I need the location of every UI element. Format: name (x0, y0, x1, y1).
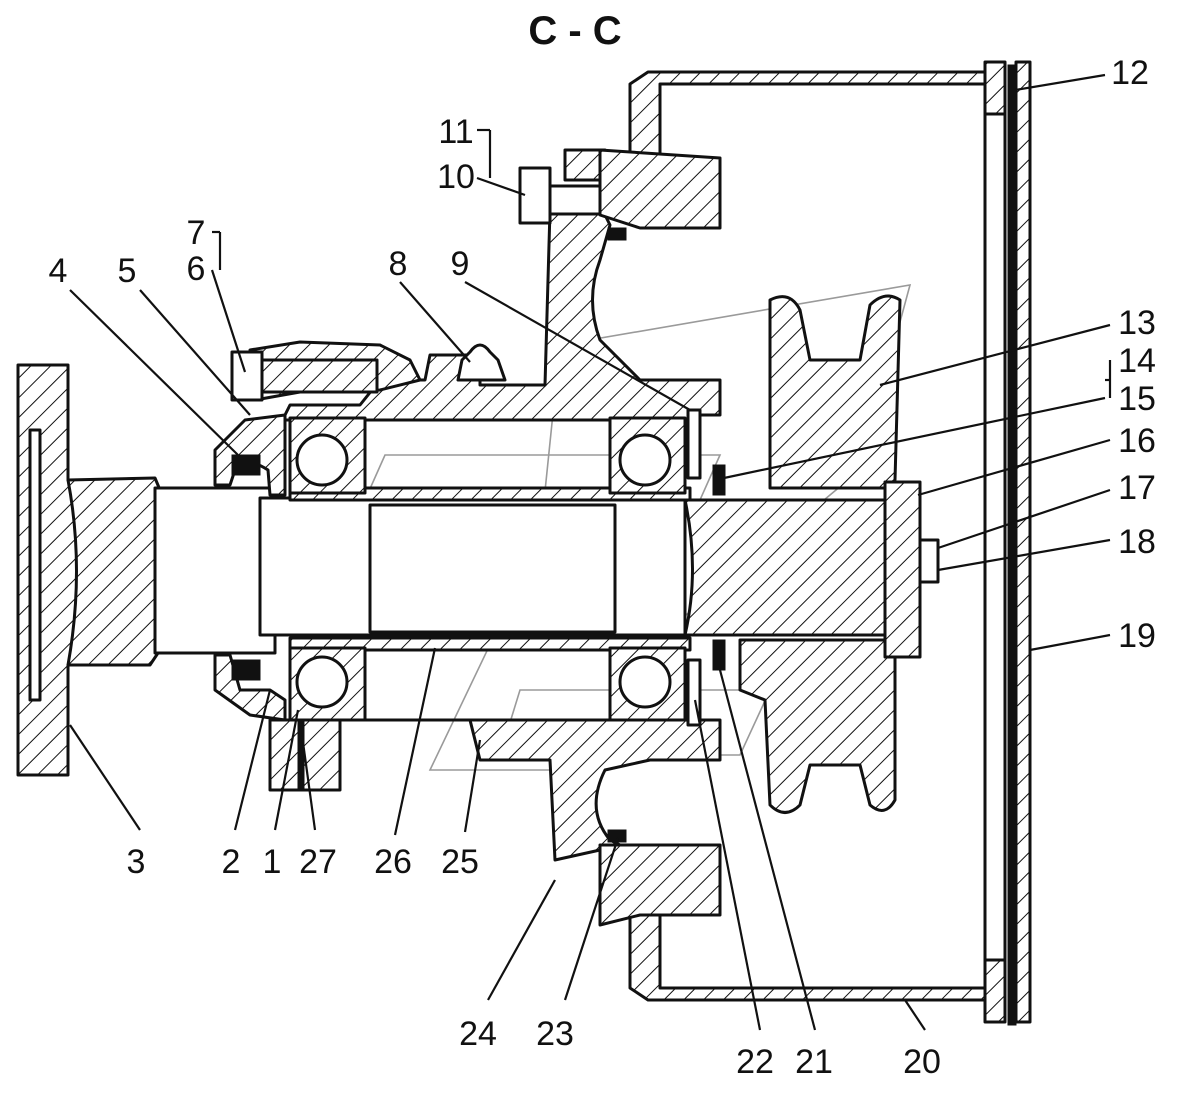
part-label-15: 15 (1118, 380, 1156, 418)
part-label-7: 7 (187, 214, 206, 252)
part-label-2: 2 (222, 843, 241, 881)
seal-part-4-top (231, 454, 261, 476)
part-label-12: 12 (1111, 54, 1149, 92)
part-label-14: 14 (1118, 342, 1156, 380)
seal-part-15 (712, 464, 726, 496)
retainer-ring-top (686, 408, 702, 480)
bolt-part-6 (230, 350, 379, 402)
cover-part-20 (598, 70, 1002, 1002)
grease-fitting-part-8 (456, 343, 507, 382)
oring-top (607, 227, 627, 241)
part-label-22: 22 (736, 1043, 774, 1081)
seal-part-21 (712, 639, 726, 671)
pulley-part-13 (738, 294, 922, 814)
part-label-20: 20 (903, 1043, 941, 1081)
part-label-18: 18 (1118, 523, 1156, 561)
part-label-9: 9 (451, 245, 470, 283)
part-label-25: 25 (441, 843, 479, 881)
part-label-21: 21 (795, 1043, 833, 1081)
part-labels: 1 2 3 4 5 6 7 8 9 10 11 12 13 14 15 16 1… (49, 54, 1156, 1081)
part-label-8: 8 (389, 245, 408, 283)
bearing-left (288, 416, 367, 722)
bushing-bottom (288, 636, 692, 652)
fan-disc-part-19 (983, 60, 1032, 1024)
part-label-17: 17 (1118, 469, 1156, 507)
part-label-6: 6 (187, 250, 206, 288)
seal-part-4-bottom (231, 659, 261, 681)
shaft (153, 486, 887, 655)
part-label-11: 11 (438, 113, 473, 151)
flange-part-3 (16, 363, 162, 777)
part-label-4: 4 (49, 252, 68, 290)
part-label-10: 10 (437, 158, 475, 196)
part-label-23: 23 (536, 1015, 574, 1053)
bearing-right (608, 416, 687, 722)
leader-lines (69, 73, 1112, 1031)
part-label-5: 5 (118, 252, 137, 290)
part-label-26: 26 (374, 843, 412, 881)
section-title: C - C (528, 9, 621, 53)
part-label-13: 13 (1118, 304, 1156, 342)
part-label-24: 24 (459, 1015, 497, 1053)
part-label-19: 19 (1118, 617, 1156, 655)
part-label-16: 16 (1118, 422, 1156, 460)
nut-part-17 (918, 538, 940, 584)
part-label-1: 1 (263, 843, 282, 881)
ring-part-27 (297, 719, 305, 791)
part-label-27: 27 (299, 843, 337, 881)
part-label-3: 3 (127, 843, 146, 881)
